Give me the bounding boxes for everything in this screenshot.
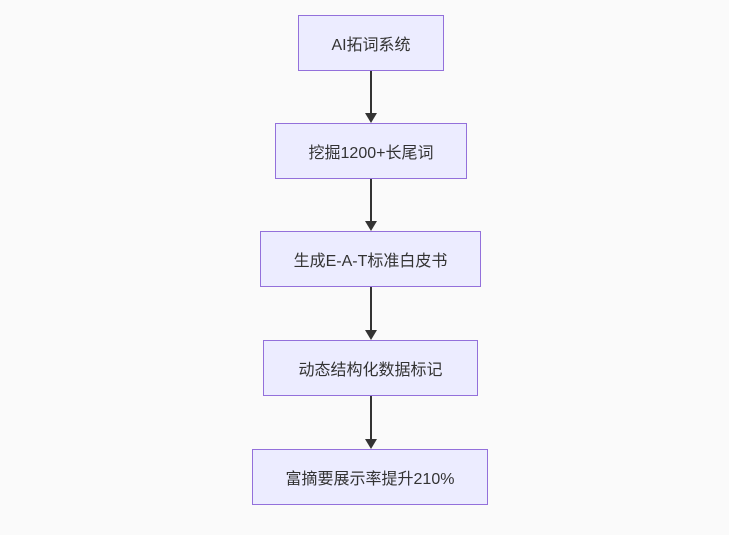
flow-node-eat-whitepaper: 生成E-A-T标准白皮书 (260, 231, 481, 287)
arrowhead-down-icon (365, 439, 377, 449)
flow-node-label: 富摘要展示率提升210% (285, 471, 455, 488)
edge-connector-line (370, 287, 372, 330)
edge-connector-line (370, 179, 372, 221)
flow-node-label: 动态结构化数据标记 (298, 362, 443, 379)
flow-node-rich-snippet-rate: 富摘要展示率提升210% (252, 449, 488, 505)
flow-node-label: 挖掘1200+长尾词 (308, 145, 434, 162)
flow-node-label: 生成E-A-T标准白皮书 (293, 253, 448, 270)
flow-node-ai-keyword-system: AI拓词系统 (298, 15, 444, 71)
flow-node-label: AI拓词系统 (331, 37, 411, 54)
arrowhead-down-icon (365, 330, 377, 340)
flow-node-longtail-mining: 挖掘1200+长尾词 (275, 123, 467, 179)
flow-node-structured-data-markup: 动态结构化数据标记 (263, 340, 478, 396)
edge-connector-line (370, 71, 372, 113)
arrowhead-down-icon (365, 113, 377, 123)
arrowhead-down-icon (365, 221, 377, 231)
edge-connector-line (370, 396, 372, 439)
